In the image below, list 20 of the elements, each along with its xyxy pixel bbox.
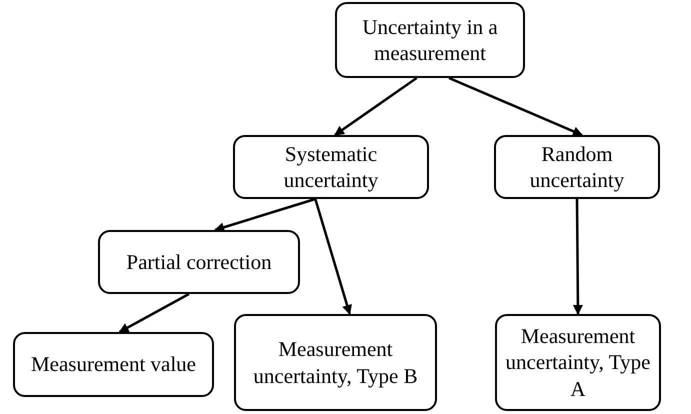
process-box: [13, 332, 214, 397]
arrow: [118, 292, 190, 334]
node-label: Random uncertainty: [528, 140, 626, 194]
process-box: [234, 314, 437, 411]
node-label: Partial correction: [126, 248, 272, 276]
arrow: [334, 76, 418, 136]
node-label: Measurement uncertainty, Type B: [252, 336, 419, 389]
arrow: [572, 198, 583, 315]
process-box: [335, 2, 525, 78]
process-box: [495, 314, 661, 411]
node-label: Uncertainty in a measurement: [361, 14, 499, 66]
process-box: [494, 135, 660, 199]
process-box: [98, 230, 300, 294]
arrow: [448, 76, 583, 136]
arrow: [214, 198, 316, 232]
arrow: [314, 198, 352, 315]
node-label: Systematic uncertainty: [282, 140, 380, 194]
node-label: Measurement value: [30, 351, 196, 378]
process-box: [233, 135, 429, 199]
node-label: Measurement uncertainty, Type A: [504, 323, 652, 402]
